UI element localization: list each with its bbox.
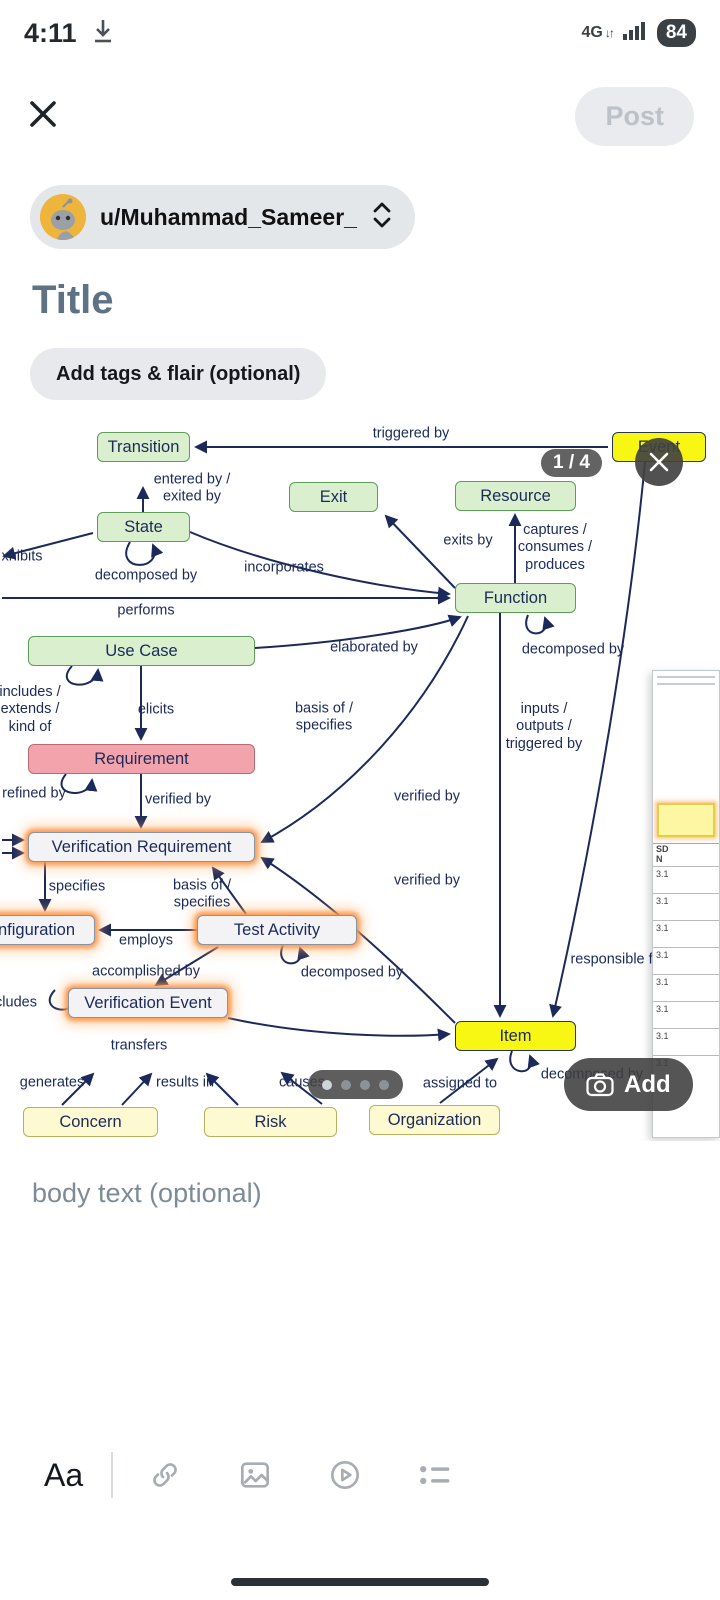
network-type: 4G↓↑ (581, 24, 615, 41)
title-input[interactable]: Title (32, 278, 114, 322)
download-icon (91, 18, 115, 49)
profile-selector[interactable]: u/Muhammad_Sameer_ (30, 185, 415, 249)
preview-rows: 3.13.13.13.13.13.13.13.1 (653, 865, 719, 1082)
diagram-node: Transition (97, 432, 190, 462)
diagram-node: Risk (204, 1107, 337, 1137)
preview-table-row: 3.1 (653, 892, 719, 920)
carousel-dot[interactable] (322, 1079, 332, 1090)
image-attachment[interactable]: TransitionEventExitResourceStateFunction… (0, 420, 720, 1141)
diagram-node: Verification Event (68, 988, 228, 1018)
preview-table-row: 3.1 (653, 919, 719, 947)
post-button[interactable]: Post (575, 86, 694, 146)
diagram-arrows (2, 440, 646, 1106)
add-image-button[interactable]: Add (564, 1058, 693, 1111)
video-icon[interactable] (327, 1457, 363, 1493)
close-icon (649, 452, 669, 472)
preview-text-line (657, 683, 715, 685)
toolbar-divider (111, 1452, 114, 1498)
preview-table-row: 3.1 (653, 1027, 719, 1055)
preview-subheader: N (656, 853, 663, 864)
preview-table-row: 3.1 (653, 946, 719, 974)
diagram-node: Concern (23, 1107, 158, 1137)
status-bar: 4:11 4G↓↑ 84 (0, 0, 720, 66)
add-flair-button[interactable]: Add tags & flair (optional) (30, 348, 327, 400)
list-icon[interactable] (417, 1457, 453, 1493)
text-format-button[interactable]: Aa (44, 1456, 84, 1493)
diagram-node: nfiguration (0, 915, 95, 945)
clock: 4:11 (24, 17, 77, 48)
preview-highlight-box (657, 803, 715, 837)
diagram-nodes: TransitionEventExitResourceStateFunction… (0, 420, 720, 1141)
diagram-node: Organization (369, 1105, 500, 1135)
preview-table-row: 3.1 (653, 1000, 719, 1028)
diagram-node: Requirement (28, 744, 255, 774)
camera-icon (586, 1072, 614, 1096)
add-image-label: Add (624, 1070, 671, 1098)
formatting-toolbar: Aa (0, 1445, 720, 1505)
carousel-dots[interactable] (308, 1070, 403, 1099)
diagram-node: Resource (455, 481, 576, 511)
signal-icon (622, 21, 647, 46)
diagram-node: Use Case (28, 636, 255, 666)
image-icon[interactable] (237, 1457, 273, 1493)
diagram-node: Test Activity (197, 915, 357, 945)
avatar (40, 194, 86, 240)
diagram-node: Function (455, 583, 576, 613)
carousel-dot[interactable] (360, 1079, 370, 1090)
composer-header: Post (0, 84, 720, 148)
preview-table-row: 3.1 (653, 865, 719, 893)
diagram-node: State (97, 512, 190, 542)
preview-table-row: 3.1 (653, 973, 719, 1001)
close-icon[interactable] (26, 97, 60, 136)
body-input[interactable]: body text (optional) (32, 1178, 262, 1208)
battery-indicator: 84 (656, 19, 696, 47)
carousel-dot[interactable] (341, 1079, 351, 1090)
home-indicator[interactable] (231, 1578, 489, 1586)
diagram-node: Verification Requirement (28, 832, 255, 862)
page-counter-badge: 1 / 4 (541, 449, 602, 477)
remove-image-button[interactable] (635, 438, 683, 486)
chevron-updown-icon (371, 200, 393, 235)
preview-text-line (657, 676, 715, 678)
username: u/Muhammad_Sameer_ (100, 203, 357, 230)
diagram-node: Exit (289, 482, 378, 512)
link-icon[interactable] (147, 1457, 183, 1493)
preview-header: SD (656, 844, 669, 854)
carousel-dot[interactable] (379, 1079, 389, 1090)
diagram-node: Item (455, 1021, 576, 1051)
data-arrows-icon: ↓↑ (604, 26, 615, 40)
